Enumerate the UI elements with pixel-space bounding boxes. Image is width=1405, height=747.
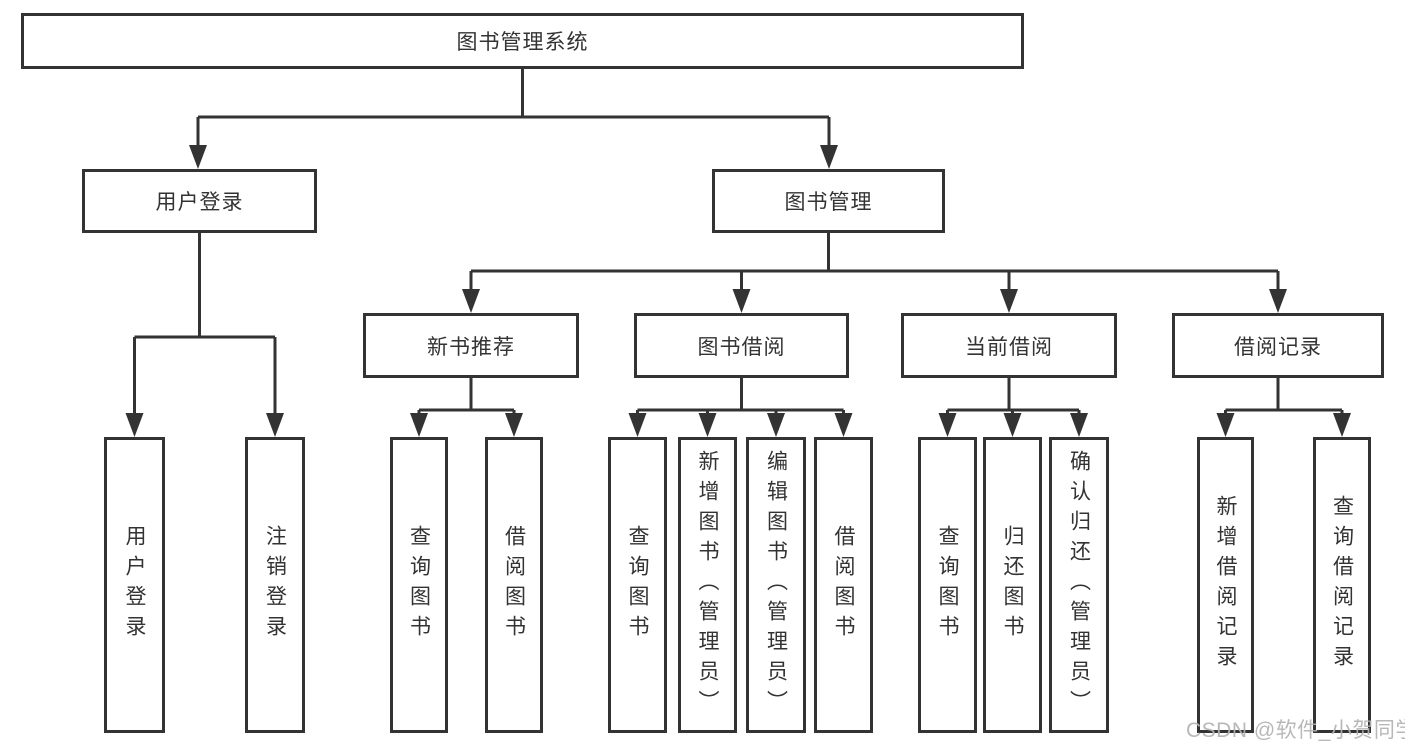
node-book-management-label: 图书管理 [784, 191, 873, 214]
leaf-borrow-books-recommend: 借阅图书 [485, 437, 543, 733]
leaf-query-books-current-label: 查询图书 [936, 525, 959, 645]
leaf-query-books-recommend-label: 查询图书 [407, 525, 431, 645]
node-root-system: 图书管理系统 [21, 13, 1024, 69]
node-new-book-recommend-label: 新书推荐 [427, 335, 515, 359]
leaf-add-book-admin: 新增图书（管理员） [678, 437, 737, 733]
csdn-watermark: CSDN @软件_小贺同学 [1186, 719, 1405, 742]
leaf-edit-book-admin-label: 编辑图书（管理员） [764, 450, 788, 720]
leaf-logout: 注销登录 [245, 437, 305, 733]
leaf-query-borrow-record: 查询借阅记录 [1313, 437, 1371, 733]
leaf-query-books-current: 查询图书 [918, 437, 977, 733]
leaf-confirm-return-admin-label: 确认归还（管理员） [1067, 450, 1091, 720]
arrowheads [125, 145, 1351, 437]
node-current-borrowing-label: 当前借阅 [965, 335, 1053, 359]
node-user-login-module: 用户登录 [82, 169, 317, 233]
leaf-borrow-books-recommend-label: 借阅图书 [502, 525, 526, 645]
node-user-login-module-label: 用户登录 [155, 191, 244, 214]
node-new-book-recommend: 新书推荐 [363, 313, 579, 378]
leaf-query-books-recommend: 查询图书 [390, 437, 448, 733]
leaf-return-book-label: 归还图书 [1001, 525, 1024, 645]
node-book-management: 图书管理 [712, 169, 945, 233]
leaf-edit-book-admin: 编辑图书（管理员） [746, 437, 806, 733]
node-borrowing-records: 借阅记录 [1172, 313, 1384, 378]
leaf-logout-label: 注销登录 [263, 525, 287, 645]
leaf-borrow-books-borrowing: 借阅图书 [814, 437, 873, 733]
leaf-add-book-admin-label: 新增图书（管理员） [696, 450, 719, 720]
leaf-query-books-borrowing-label: 查询图书 [626, 525, 649, 645]
leaf-add-borrow-record: 新增借阅记录 [1197, 437, 1254, 733]
node-current-borrowing: 当前借阅 [901, 313, 1117, 378]
node-book-borrowing-label: 图书借阅 [697, 335, 786, 359]
node-borrowing-records-label: 借阅记录 [1234, 335, 1322, 359]
leaf-user-login: 用户登录 [104, 437, 165, 733]
leaf-borrow-books-borrowing-label: 借阅图书 [832, 525, 855, 645]
leaf-query-books-borrowing: 查询图书 [608, 437, 667, 733]
leaf-user-login-label: 用户登录 [123, 525, 146, 645]
node-root-system-label: 图书管理系统 [456, 31, 589, 54]
leaf-confirm-return-admin: 确认归还（管理员） [1049, 437, 1109, 733]
leaf-add-borrow-record-label: 新增借阅记录 [1214, 495, 1237, 675]
node-book-borrowing: 图书借阅 [634, 313, 849, 378]
leaf-query-borrow-record-label: 查询借阅记录 [1330, 495, 1354, 675]
leaf-return-book: 归还图书 [983, 437, 1042, 733]
